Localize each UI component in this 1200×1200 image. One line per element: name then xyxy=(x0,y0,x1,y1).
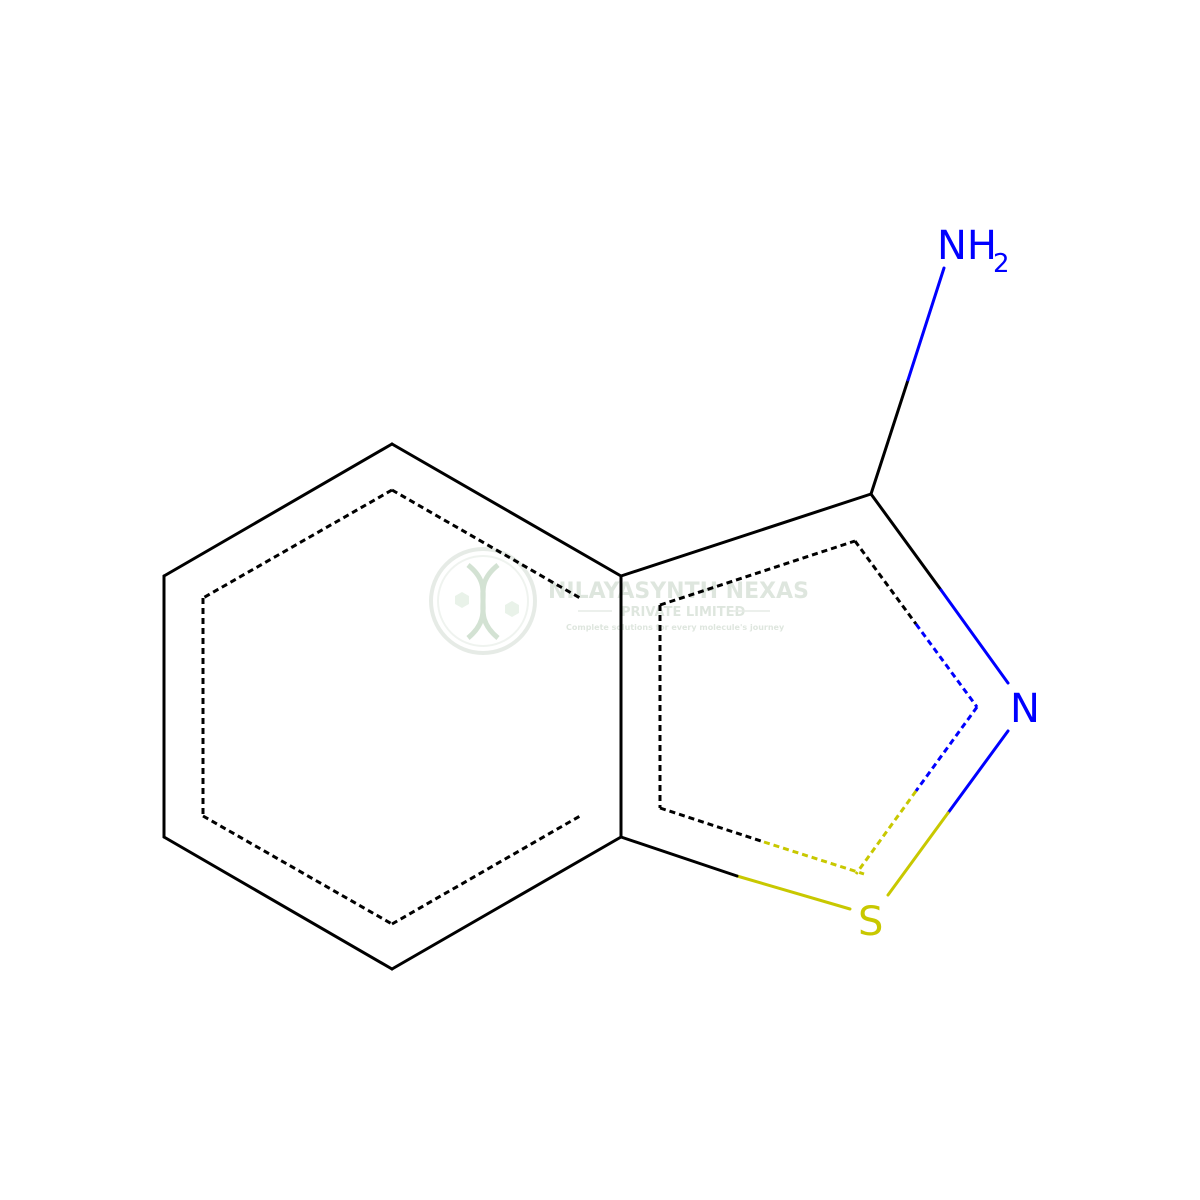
aromatic-bond xyxy=(391,488,581,600)
bond xyxy=(906,266,946,382)
aromatic-bond xyxy=(763,840,865,876)
watermark: NILAYASYNTH NEXAS PRIVATE LIMITED Comple… xyxy=(429,547,809,655)
bond xyxy=(869,378,910,496)
watermark-company-name: NILAYASYNTH NEXAS xyxy=(548,579,809,604)
bond xyxy=(619,492,873,578)
aromatic-bond xyxy=(659,539,856,607)
bond xyxy=(869,492,943,592)
aromatic-bond xyxy=(914,706,979,792)
isothiazole-ring xyxy=(619,492,1010,911)
aromatic-bond xyxy=(202,488,393,600)
hexagon-icon xyxy=(455,592,469,608)
bond xyxy=(162,835,394,971)
bond xyxy=(619,835,739,878)
atom-label-nitrogen: N xyxy=(1010,686,1040,732)
atom-amine: NH 2 xyxy=(937,223,1010,279)
aromatic-bond xyxy=(854,790,918,875)
aromatic-bond xyxy=(202,814,393,926)
aromatic-bond xyxy=(391,814,581,926)
benzene-aromatic-bonds xyxy=(201,488,581,926)
bond xyxy=(886,811,950,897)
bond xyxy=(390,442,623,578)
atom-label-nh: NH xyxy=(937,223,997,269)
benzene-ring xyxy=(162,442,623,971)
bond xyxy=(939,588,1010,685)
hexagon-icon xyxy=(505,601,519,617)
dna-helix-icon xyxy=(466,563,500,640)
watermark-tagline: Complete solutions for every molecule's … xyxy=(566,623,785,632)
bond xyxy=(162,442,394,578)
atom-label-sulfur: S xyxy=(858,899,883,945)
amine-bond xyxy=(869,266,946,496)
aromatic-bond xyxy=(914,623,979,708)
aromatic-bond xyxy=(853,540,918,625)
aromatic-bond xyxy=(659,806,765,844)
watermark-company-type: PRIVATE LIMITED xyxy=(621,605,746,620)
watermark-logo-ring xyxy=(429,547,537,655)
watermark-logo-ring-inner xyxy=(437,555,529,647)
atom-label-subscript: 2 xyxy=(993,249,1010,279)
bond xyxy=(390,835,623,971)
bond xyxy=(946,729,1010,815)
bond xyxy=(735,874,852,911)
isothiazole-aromatic-bonds xyxy=(658,539,979,876)
